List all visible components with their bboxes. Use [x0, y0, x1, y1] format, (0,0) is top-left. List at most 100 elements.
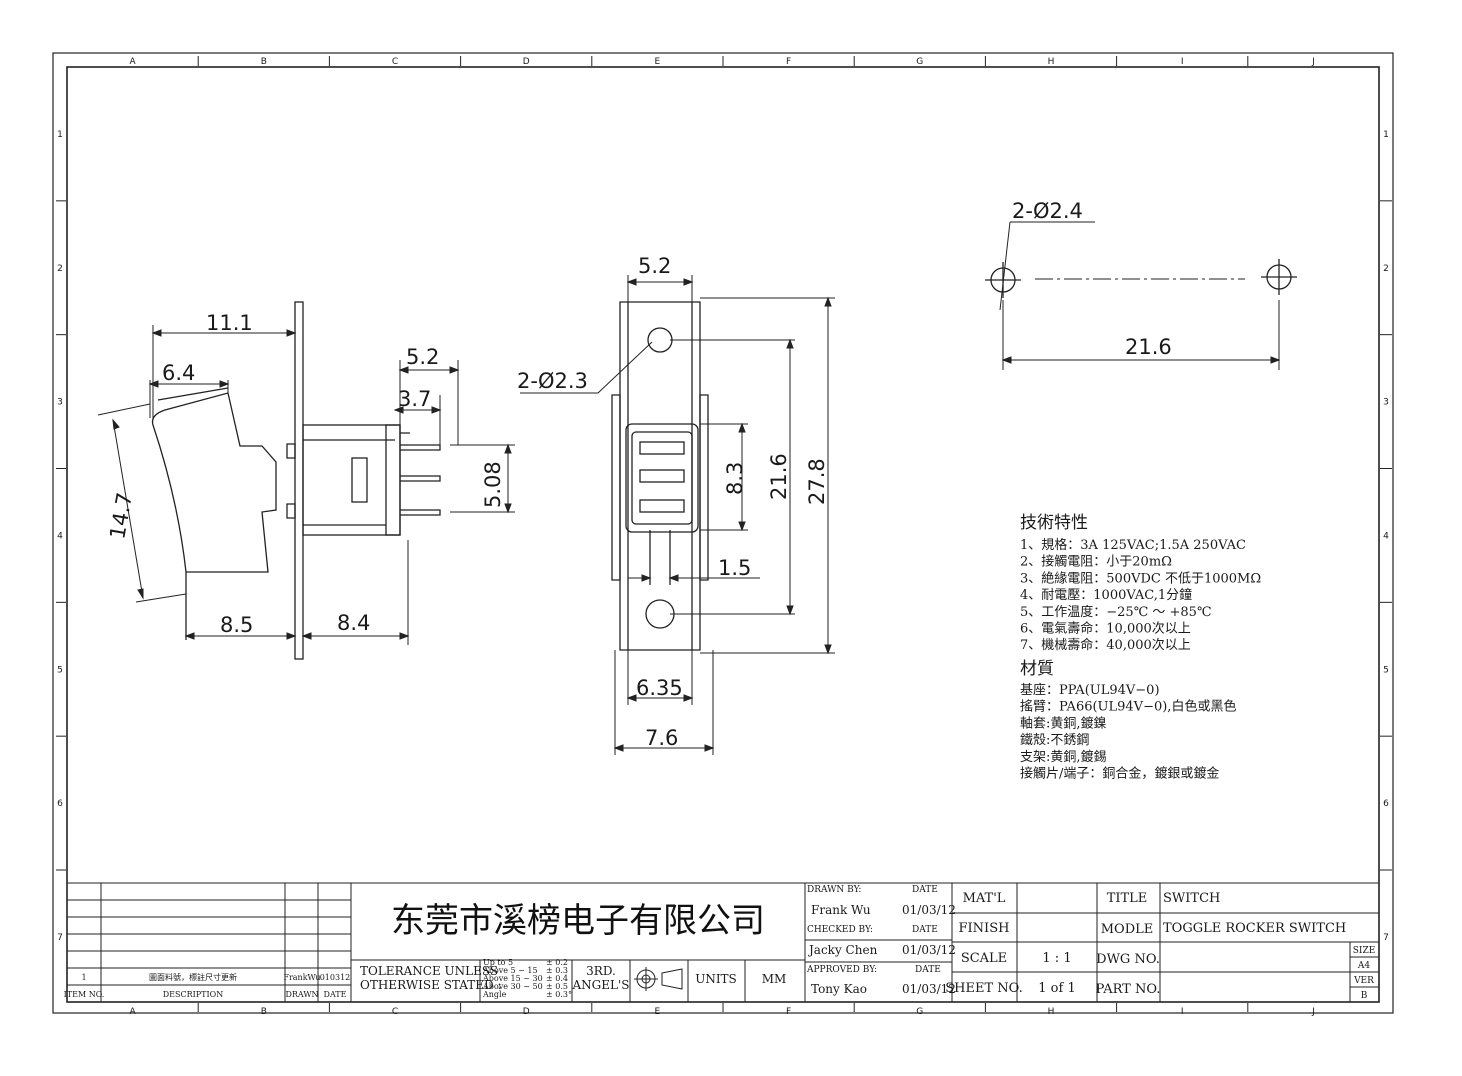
title-label: TITLE [1107, 891, 1148, 906]
title-block [67, 882, 1379, 1002]
spec-line: 7、機械壽命：40,000次以上 [1020, 637, 1191, 653]
zone-col-label: F [786, 1007, 791, 1017]
tolerance-range: Above 15 ~ 30 [482, 974, 543, 983]
zone-row-label: 1 [57, 130, 63, 140]
side-view [151, 301, 441, 660]
zone-col-label: B [261, 57, 267, 67]
tolerance-value: ± 0.3° [546, 990, 572, 999]
zone-row-label: 4 [1383, 531, 1389, 541]
dim-2-hole-2-4: 2-Ø2.4 [1012, 199, 1083, 223]
projection-label-1: 3RD. [586, 964, 616, 978]
tolerance-value: ± 0.5 [546, 982, 568, 991]
panel-cutout-view [985, 259, 1297, 298]
dim-27-8: 27.8 [805, 458, 829, 505]
material-line: 接觸片/端子：銅合金，鍍銀或鍍金 [1020, 766, 1219, 782]
zone-row-label: 7 [1383, 933, 1389, 943]
zone-row-label: 1 [1383, 130, 1389, 140]
material-line: 基座：PPA(UL94V−0) [1020, 683, 1160, 698]
spec-lines: 1、規格：3A 125VAC;1.5A 250VAC2、接觸電阻：小于20mΩ3… [1020, 537, 1261, 653]
zone-col-label: A [130, 1007, 137, 1017]
drawn-date-label: DATE [912, 885, 938, 895]
material-line: 軸套:黄銅,鍍鎳 [1020, 715, 1107, 731]
spec-line: 2、接觸電阻：小于20mΩ [1020, 554, 1172, 570]
matl-label: MAT'L [963, 891, 1006, 906]
material-heading: 材質 [1020, 659, 1054, 679]
material-line: 鐵殼:不銹鋼 [1020, 732, 1089, 748]
tolerance-range: Angle [482, 990, 507, 999]
zone-row-label: 3 [1383, 398, 1389, 408]
revision-table: 1 圖面料號，標註尺寸更新 FrankWu 010312 ITEM NO. DE… [64, 972, 351, 999]
drawing-frame [52, 52, 1394, 1014]
dim-6-4: 6.4 [162, 361, 195, 385]
dim-8-5: 8.5 [220, 613, 253, 637]
zone-col-label: I [1181, 57, 1184, 67]
zone-row-label: 6 [1383, 799, 1389, 809]
zone-col-label: J [1311, 57, 1315, 67]
title-value: SWITCH [1163, 891, 1220, 906]
spec-line: 6、電氣壽命：10,000次以上 [1020, 621, 1191, 637]
panel-cutout-dimensions [999, 221, 1281, 370]
projection-label-2: ANGEL'S [572, 978, 630, 992]
spec-line: 5、工作温度：−25℃ ～ +85℃ [1020, 604, 1212, 620]
zone-row-label: 7 [57, 933, 63, 943]
tolerance-value: ± 0.4 [546, 974, 568, 983]
bottom-view-dimensions [520, 275, 835, 755]
rev-header-item: ITEM NO. [64, 990, 105, 999]
zone-col-label: J [1311, 1007, 1315, 1017]
dim-2-hole-2-3: 2-Ø2.3 [517, 369, 588, 393]
rev-header-desc: DESCRIPTION [163, 990, 223, 999]
dim-21-6-bottom: 21.6 [767, 453, 791, 500]
zone-col-label: F [786, 57, 791, 67]
ver-value: B [1361, 991, 1368, 1001]
units-value: MM [762, 972, 787, 986]
spec-line: 3、絶緣電阻：500VDC 不低于1000MΩ [1020, 570, 1261, 586]
bottom-view-dim-labels: 5.2 2-Ø2.3 8.3 21.6 27.8 1.5 6.35 7.6 [517, 254, 829, 750]
tolerance-value: ± 0.3 [546, 966, 568, 975]
zone-col-label: D [523, 57, 530, 67]
spec-line: 4、耐電壓：1000VAC,1分鐘 [1020, 587, 1192, 603]
dim-3-7: 3.7 [398, 387, 431, 411]
ver-label: VER [1353, 976, 1374, 986]
zone-col-label: B [261, 1007, 267, 1017]
rev-item-no: 1 [81, 973, 86, 982]
units-label: UNITS [695, 972, 737, 986]
dim-5-2-bottom: 5.2 [638, 254, 671, 278]
checked-by: Jacky Chen [807, 943, 878, 957]
panel-cutout-dim-labels: 2-Ø2.4 21.6 [1012, 199, 1172, 359]
dim-11-1: 11.1 [206, 311, 253, 335]
third-angle-projection-icon [634, 967, 683, 991]
side-view-dim-labels: 11.1 6.4 14.7 8.5 8.4 5.2 3.7 5.08 [105, 311, 505, 637]
drawn-by: Frank Wu [811, 903, 871, 917]
approvals-block: DRAWN BY: DATE Frank Wu 01/03/12 CHECKED… [806, 885, 956, 996]
zone-col-label: G [916, 57, 923, 67]
part-label: PART NO. [1096, 982, 1161, 997]
spec-heading: 技術特性 [1020, 513, 1088, 533]
tolerance-label-1: TOLERANCE UNLESS [360, 964, 498, 978]
zone-col-label: E [655, 1007, 661, 1017]
approved-by-label: APPROVED BY: [806, 965, 877, 975]
size-value: A4 [1357, 961, 1370, 971]
bottom-view [611, 301, 709, 651]
dim-8-3: 8.3 [723, 462, 747, 495]
zone-row-label: 2 [57, 264, 63, 274]
scale-label: SCALE [961, 951, 1007, 966]
dim-21-6-cutout: 21.6 [1125, 335, 1172, 359]
drawn-by-label: DRAWN BY: [807, 885, 861, 895]
zone-row-label: 4 [57, 531, 63, 541]
dim-5-2-side: 5.2 [406, 345, 439, 369]
zone-row-label: 5 [1383, 665, 1389, 675]
approved-date-label: DATE [915, 965, 941, 975]
zone-col-label: A [130, 57, 137, 67]
tolerance-range: Up to 5 [483, 958, 513, 967]
rev-header-drawn: DRAWN [285, 990, 318, 999]
dim-6-35: 6.35 [636, 676, 683, 700]
rev-header-date: DATE [324, 990, 347, 999]
scale-value: 1 : 1 [1042, 951, 1071, 966]
zone-row-label: 2 [1383, 264, 1389, 274]
dim-8-4: 8.4 [337, 611, 370, 635]
sheet-label: SHEET NO. [945, 981, 1022, 996]
checked-date-label: DATE [912, 925, 938, 935]
finish-label: FINISH [959, 921, 1010, 936]
